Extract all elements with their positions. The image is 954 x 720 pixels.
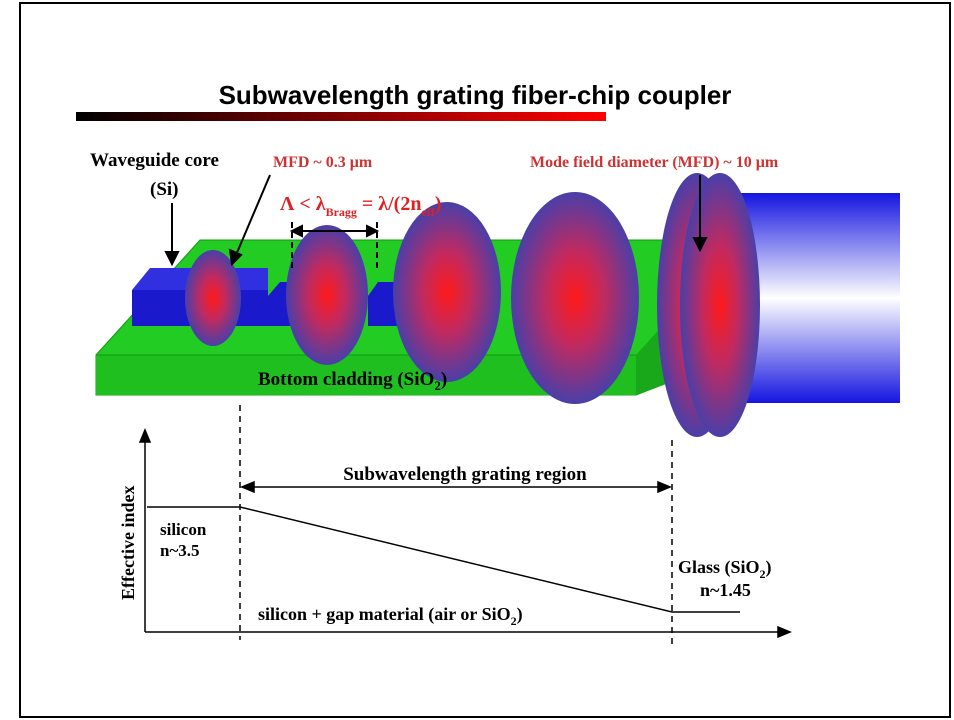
bragg-condition: Λ < λBragg = λ/(2neff) [280,193,441,219]
mode-field-2 [286,225,368,365]
mode-field-1 [185,250,241,346]
gap-material-label: silicon + gap material (air or SiO2) [258,604,523,628]
silicon-index: n~3.5 [160,541,200,560]
mode-field-5b [680,173,760,437]
pointer-arrows [164,174,708,267]
bottom-cladding-label: Bottom cladding (SiO2) [258,369,447,393]
glass-label: Glass (SiO2) [678,557,772,581]
period-marker [289,222,380,270]
mfd-small-label: MFD ~ 0.3 μm [273,154,373,171]
waveguide-core-label: Waveguide core [90,150,219,171]
glass-index: n~1.45 [700,580,751,600]
silicon-label: silicon [160,520,207,539]
graph-axes [138,428,792,639]
title-underline [76,112,606,121]
mode-field-3 [393,202,501,382]
mfd-large-label: Mode field diameter (MFD) ~ 10 μm [530,154,779,171]
index-profile-line [147,506,740,613]
region-arrow [240,480,672,494]
y-axis-label: Effective index [118,486,138,600]
waveguide-core-material: (Si) [150,179,179,200]
cladding-front-face [96,355,636,395]
grating-segment-2 [368,282,398,326]
page-title: Subwavelength grating fiber-chip coupler [219,80,732,110]
region-label: Subwavelength grating region [343,464,587,485]
mode-field-4 [511,192,639,404]
slide-border [19,2,951,718]
